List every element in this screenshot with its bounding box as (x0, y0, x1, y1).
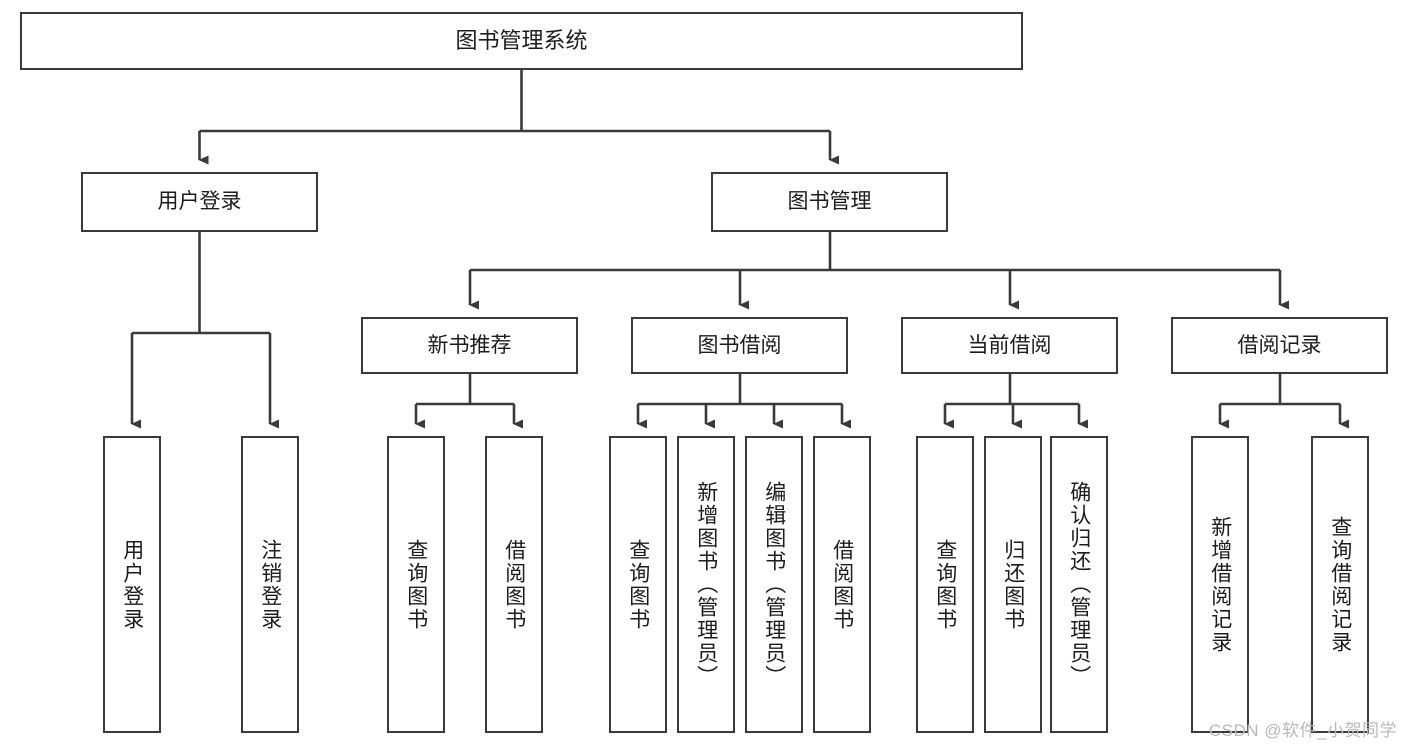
leaf-label: 借阅图书 (830, 538, 854, 631)
leaf-label: 查询图书 (626, 538, 650, 631)
leaf-label: 确认归还（管理员） (1067, 481, 1091, 688)
leaf-label: 新增借阅记录 (1208, 515, 1232, 654)
leaf-label: 查询图书 (404, 538, 428, 631)
leaf-logout[interactable]: 注销登录 (241, 436, 299, 733)
leaf-user-login[interactable]: 用户登录 (103, 436, 161, 733)
leaf-query-book-recommend[interactable]: 查询图书 (387, 436, 445, 733)
node-book-borrow-label: 图书借阅 (697, 333, 782, 357)
leaf-edit-book-admin[interactable]: 编辑图书（管理员） (745, 436, 803, 733)
watermark-text: CSDN @软件_小贺同学 (1208, 721, 1397, 740)
leaf-label: 查询图书 (933, 538, 957, 631)
node-new-book-recommend-label: 新书推荐 (427, 333, 512, 357)
leaf-label: 注销登录 (258, 538, 282, 631)
node-book-borrow[interactable]: 图书借阅 (631, 317, 848, 374)
leaf-query-book-borrow[interactable]: 查询图书 (609, 436, 667, 733)
leaf-borrow-book[interactable]: 借阅图书 (813, 436, 871, 733)
node-borrow-record[interactable]: 借阅记录 (1171, 317, 1388, 374)
leaf-add-book-admin[interactable]: 新增图书（管理员） (677, 436, 735, 733)
node-root[interactable]: 图书管理系统 (20, 12, 1023, 70)
node-root-label: 图书管理系统 (455, 27, 588, 53)
node-user-login-label: 用户登录 (157, 190, 242, 214)
node-borrow-record-label: 借阅记录 (1237, 333, 1322, 357)
node-book-management-label: 图书管理 (787, 190, 872, 214)
leaf-label: 归还图书 (1001, 538, 1025, 631)
leaf-borrow-book-recommend[interactable]: 借阅图书 (485, 436, 543, 733)
node-current-borrow-label: 当前借阅 (967, 333, 1052, 357)
leaf-confirm-return-admin[interactable]: 确认归还（管理员） (1050, 436, 1108, 733)
node-current-borrow[interactable]: 当前借阅 (901, 317, 1118, 374)
node-book-management[interactable]: 图书管理 (711, 172, 948, 232)
leaf-label: 用户登录 (120, 538, 144, 631)
leaf-label: 借阅图书 (502, 538, 526, 631)
leaf-query-borrow-record[interactable]: 查询借阅记录 (1311, 436, 1369, 733)
node-user-login[interactable]: 用户登录 (81, 172, 318, 232)
leaf-label: 编辑图书（管理员） (762, 481, 786, 688)
leaf-query-book-current[interactable]: 查询图书 (916, 436, 974, 733)
leaf-add-borrow-record[interactable]: 新增借阅记录 (1191, 436, 1249, 733)
leaf-label: 新增图书（管理员） (694, 481, 718, 688)
node-new-book-recommend[interactable]: 新书推荐 (361, 317, 578, 374)
leaf-label: 查询借阅记录 (1328, 515, 1352, 654)
leaf-return-book[interactable]: 归还图书 (984, 436, 1042, 733)
